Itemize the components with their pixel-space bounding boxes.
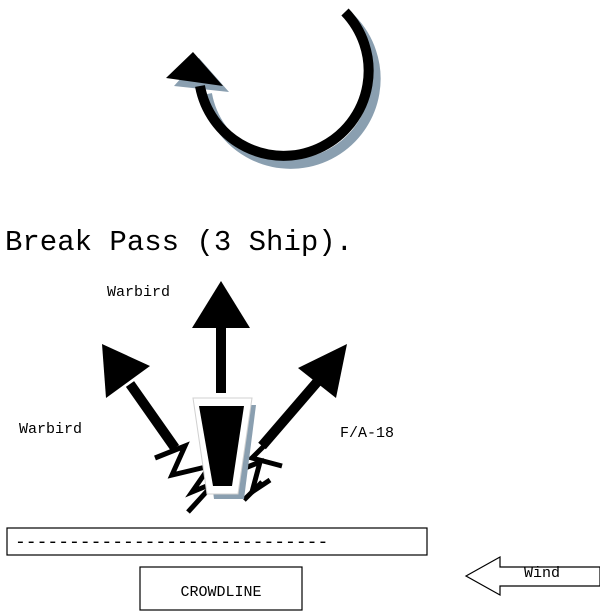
arrow-fa18	[258, 344, 347, 450]
title: Break Pass (3 Ship).	[5, 226, 353, 259]
label-warbird-center: Warbird	[107, 284, 170, 301]
crowdline-box: CROWDLINE	[139, 566, 303, 611]
label-fa18: F/A-18	[340, 425, 394, 442]
crowdline-label: CROWDLINE	[180, 584, 261, 601]
lead-aircraft-icon	[192, 397, 256, 499]
label-warbird-left: Warbird	[19, 421, 82, 438]
runway-dashes: -----------------------------	[15, 533, 328, 553]
wind-arrow-icon: Wind	[464, 555, 600, 597]
wind-label: Wind	[524, 565, 560, 582]
formation-arrows	[102, 281, 347, 451]
runway: -----------------------------	[6, 527, 428, 556]
arrow-warbird-left	[102, 344, 180, 451]
arrow-warbird-center	[192, 281, 250, 393]
circular-arrow-icon	[166, 8, 381, 169]
smoke-trails	[154, 440, 283, 514]
